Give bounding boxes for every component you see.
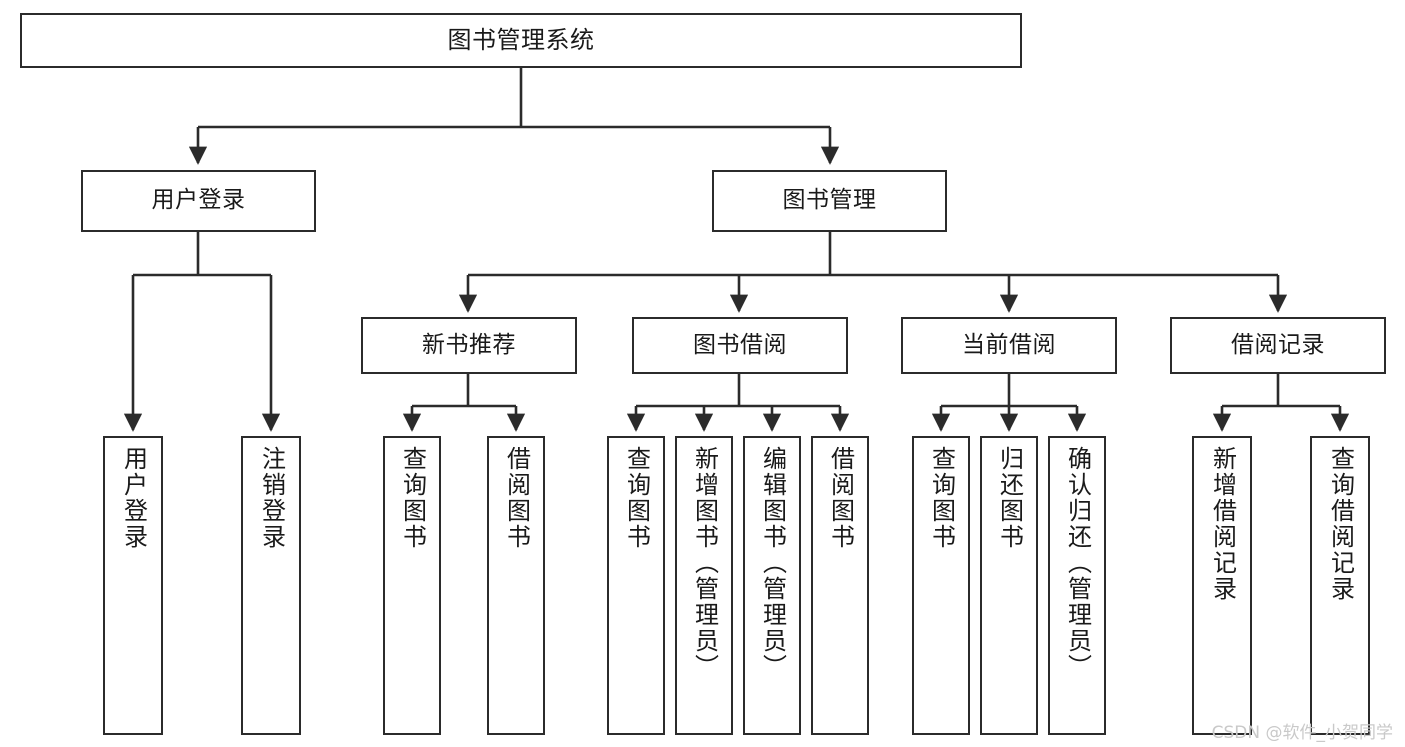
leaf-query-book-1[interactable]: 查询图书 [383,436,441,735]
node-root-label: 图书管理系统 [447,26,595,55]
leaf-query-book-3-label: 查询图书 [927,446,956,550]
leaf-confirm-return[interactable]: 确认归还（管理员） [1048,436,1106,735]
node-current-borrow[interactable]: 当前借阅 [901,317,1117,374]
leaf-edit-book-label: 编辑图书（管理员） [758,446,787,680]
leaf-edit-book[interactable]: 编辑图书（管理员） [743,436,801,735]
watermark: CSDN @软件_小贺同学 [1211,723,1393,743]
leaf-query-book-2-label: 查询图书 [622,446,651,550]
node-user-login-label: 用户登录 [151,187,246,214]
leaf-query-book-1-label: 查询图书 [398,446,427,550]
node-book-borrow[interactable]: 图书借阅 [632,317,848,374]
node-root[interactable]: 图书管理系统 [20,13,1022,68]
leaf-query-book-2[interactable]: 查询图书 [607,436,665,735]
leaf-user-login-label: 用户登录 [119,446,148,550]
leaf-query-book-3[interactable]: 查询图书 [912,436,970,735]
leaf-add-record[interactable]: 新增借阅记录 [1192,436,1252,735]
leaf-add-book-label: 新增图书（管理员） [690,446,719,680]
leaf-add-book[interactable]: 新增图书（管理员） [675,436,733,735]
leaf-query-record[interactable]: 查询借阅记录 [1310,436,1370,735]
node-new-book-recommend[interactable]: 新书推荐 [361,317,577,374]
leaf-borrow-book-2[interactable]: 借阅图书 [811,436,869,735]
node-borrow-record-label: 借阅记录 [1231,331,1325,358]
node-book-manage[interactable]: 图书管理 [712,170,947,232]
node-current-borrow-label: 当前借阅 [962,331,1056,358]
leaf-user-logout[interactable]: 注销登录 [241,436,301,735]
leaf-return-book-label: 归还图书 [995,446,1024,550]
leaf-borrow-book-1[interactable]: 借阅图书 [487,436,545,735]
node-borrow-record[interactable]: 借阅记录 [1170,317,1386,374]
leaf-confirm-return-label: 确认归还（管理员） [1063,446,1092,680]
node-user-login[interactable]: 用户登录 [81,170,316,232]
leaf-query-record-label: 查询借阅记录 [1326,446,1355,602]
leaf-borrow-book-1-label: 借阅图书 [502,446,531,550]
leaf-user-login[interactable]: 用户登录 [103,436,163,735]
node-book-borrow-label: 图书借阅 [693,331,787,358]
leaf-return-book[interactable]: 归还图书 [980,436,1038,735]
node-new-book-recommend-label: 新书推荐 [422,331,516,358]
leaf-borrow-book-2-label: 借阅图书 [826,446,855,550]
leaf-add-record-label: 新增借阅记录 [1208,446,1237,602]
leaf-user-logout-label: 注销登录 [257,446,286,550]
node-book-manage-label: 图书管理 [782,187,877,214]
